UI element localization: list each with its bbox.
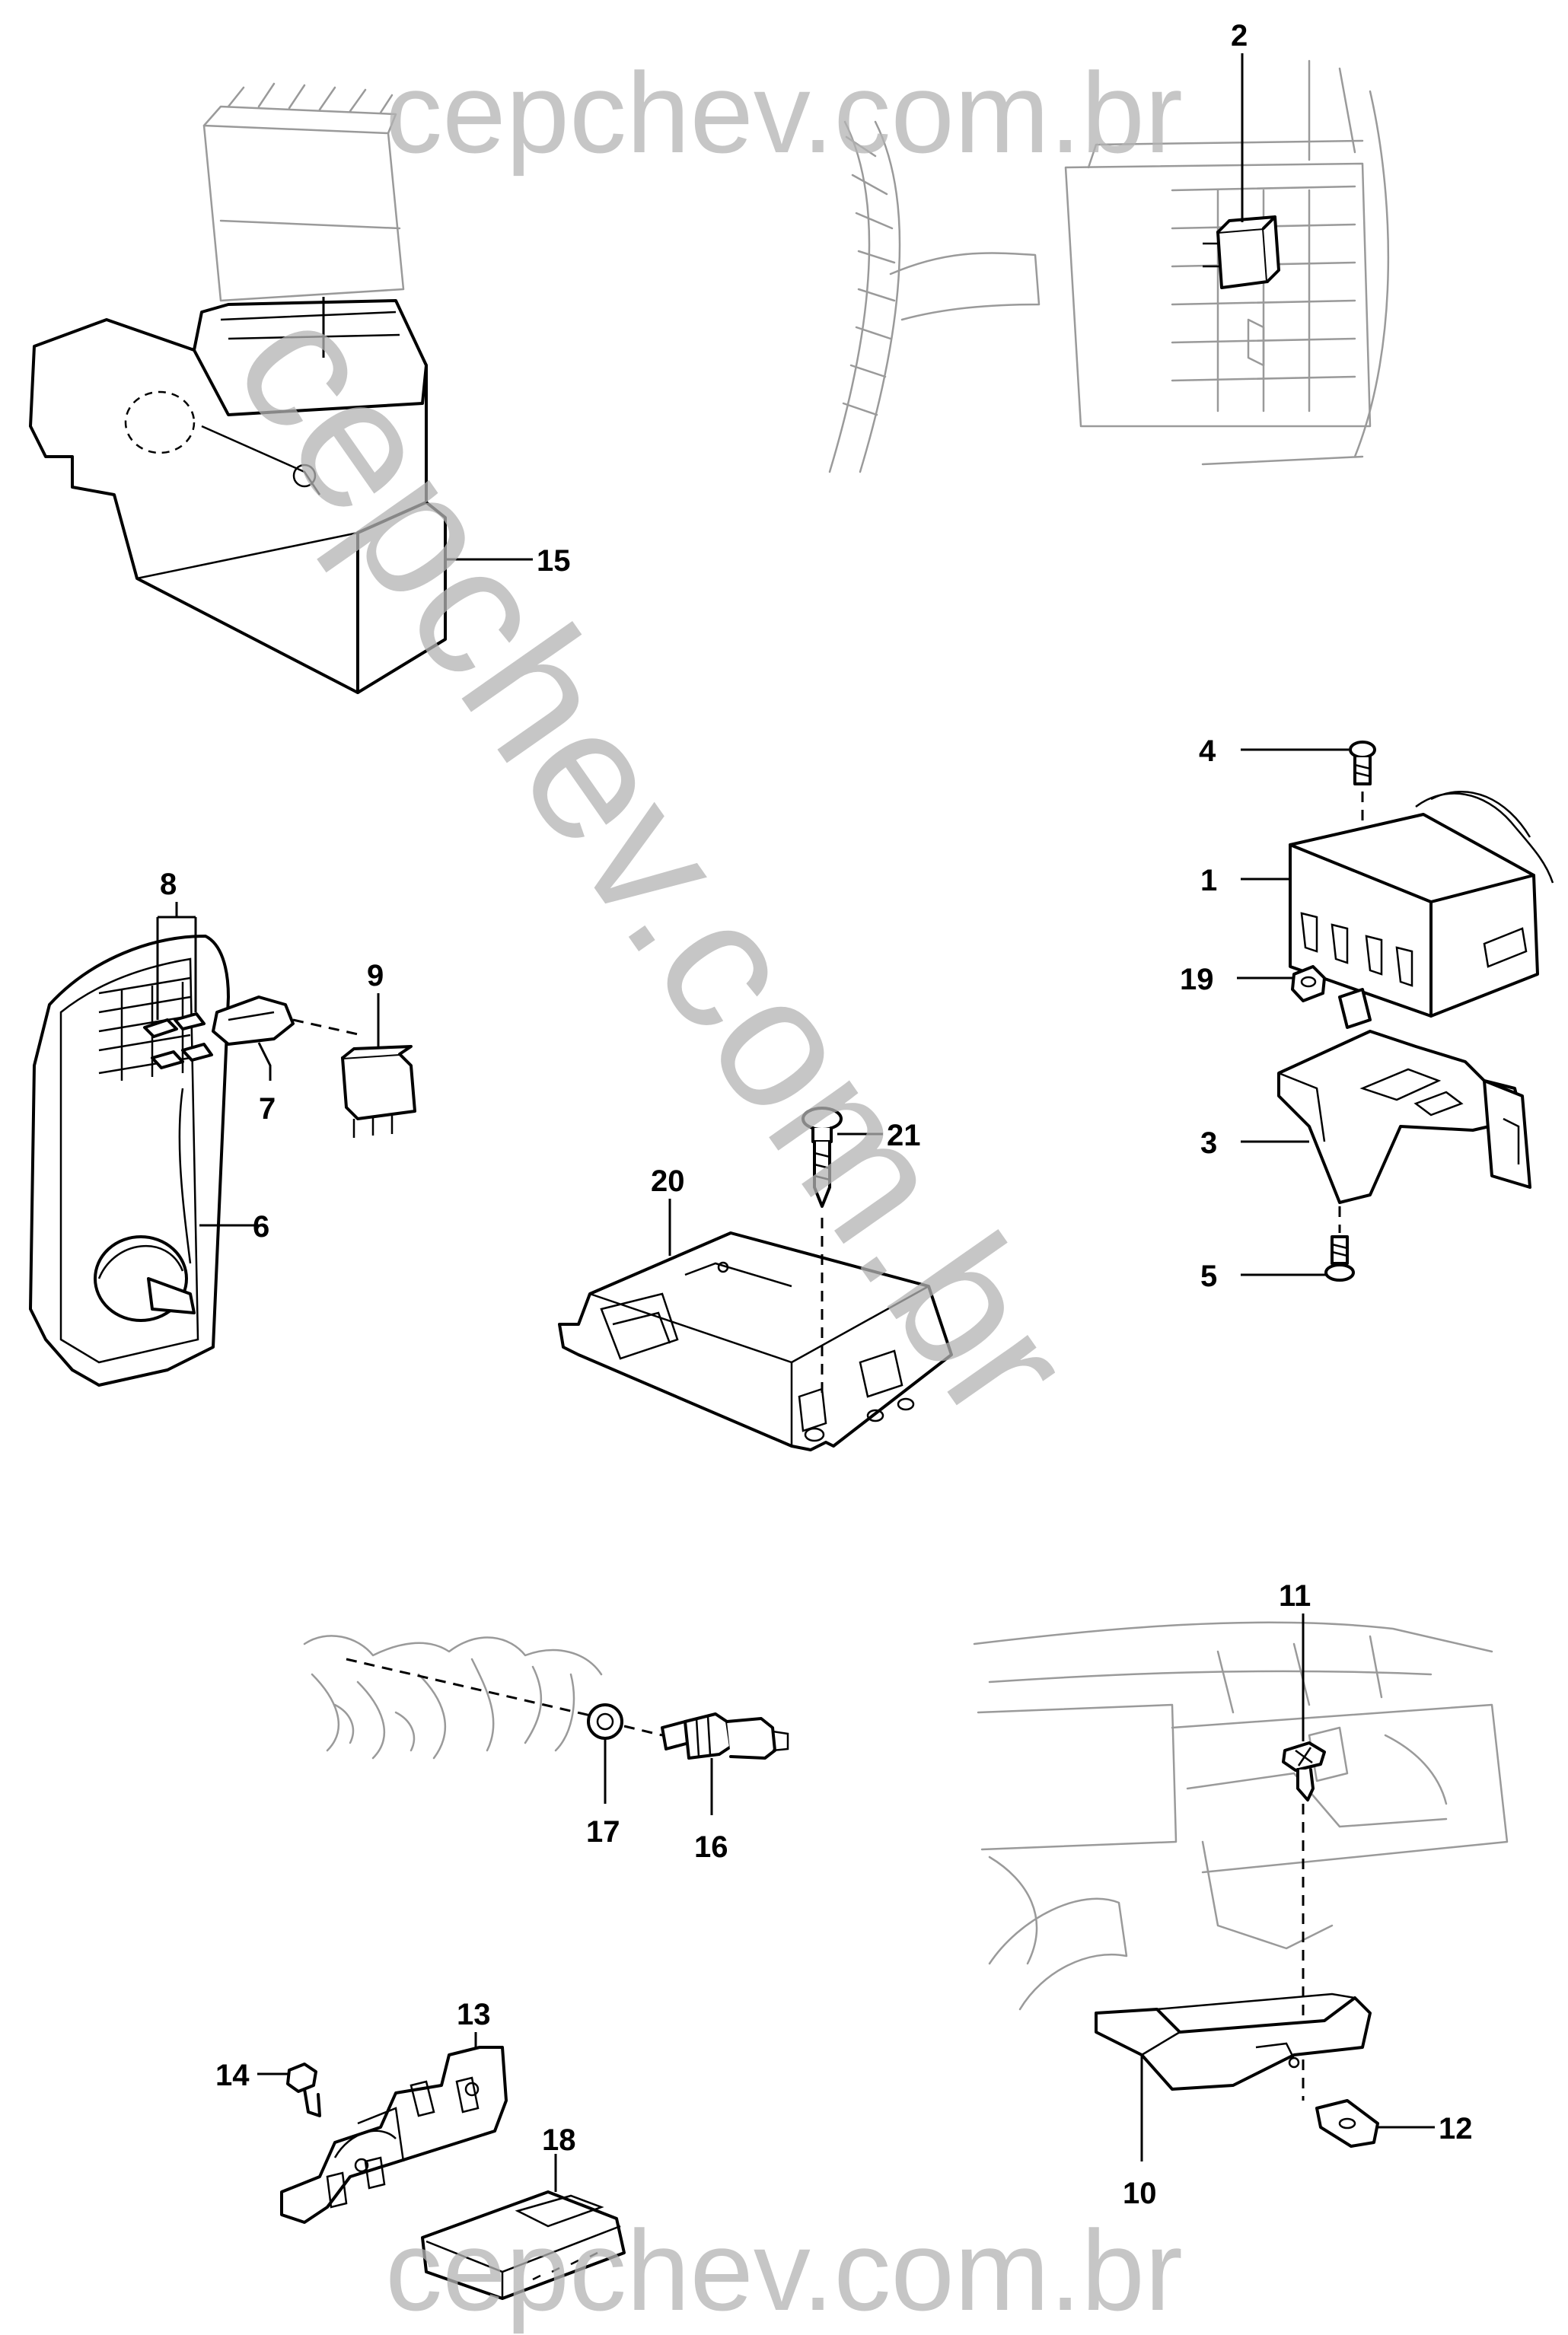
callout-9: 9 (367, 959, 384, 992)
callout-2: 2 (1231, 19, 1248, 53)
callout-10: 10 (1123, 2177, 1157, 2210)
watermark-bottom: cepchev.com.br (385, 2206, 1183, 2334)
part-1-fuse-box-assembly: 4 1 19 3 (1180, 734, 1554, 1293)
part-10-bracket-assembly: 11 10 12 (973, 1579, 1509, 2210)
callout-18: 18 (542, 2123, 576, 2157)
callout-6: 6 (253, 1210, 269, 1244)
part-19-nut: 19 (1180, 963, 1326, 1002)
callout-16: 16 (694, 1830, 728, 1864)
callout-14: 14 (215, 2059, 250, 2092)
part-15-connector-cover: 15 (29, 82, 571, 694)
callout-12: 12 (1439, 2112, 1473, 2145)
part-17-washer: 17 (586, 1703, 623, 1849)
part-5-screw: 5 (1200, 1235, 1355, 1293)
part-2-relay-context: 2 (828, 19, 1390, 473)
part-6-fuse-panel: 6 (29, 935, 269, 1387)
callout-3: 3 (1200, 1126, 1217, 1160)
callout-21: 21 (887, 1119, 921, 1152)
callout-7: 7 (259, 1092, 276, 1126)
callout-11: 11 (1279, 1579, 1311, 1613)
watermark-top: cepchev.com.br (385, 49, 1183, 177)
part-20-control-module: 20 (558, 1164, 953, 1451)
part-18-relay-module: 18 (421, 2123, 626, 2300)
callout-13: 13 (457, 1998, 491, 2031)
part-9-relay: 9 (341, 959, 416, 1138)
callout-20: 20 (651, 1164, 685, 1198)
part-13-relay-bracket: 13 (280, 1998, 508, 2224)
callout-15: 15 (537, 544, 571, 578)
part-11-screw: 11 (1279, 1579, 1326, 1801)
callout-8: 8 (160, 868, 177, 901)
callout-4: 4 (1199, 734, 1216, 768)
part-14-screw: 14 (215, 2059, 321, 2117)
callout-19: 19 (1180, 963, 1214, 996)
context-connector (202, 82, 405, 302)
part-4-screw: 4 (1199, 734, 1376, 785)
part-7-fuse-puller: 7 (212, 995, 362, 1126)
callout-17: 17 (586, 1815, 620, 1849)
part-12-clip: 12 (1315, 2099, 1473, 2148)
callout-5: 5 (1200, 1260, 1217, 1293)
part-8-fuses: 8 (143, 868, 213, 1069)
part-16-sensor-assembly: 17 16 (303, 1635, 789, 1864)
callout-1: 1 (1200, 864, 1217, 897)
part-21-screw: 21 (802, 1107, 921, 1393)
